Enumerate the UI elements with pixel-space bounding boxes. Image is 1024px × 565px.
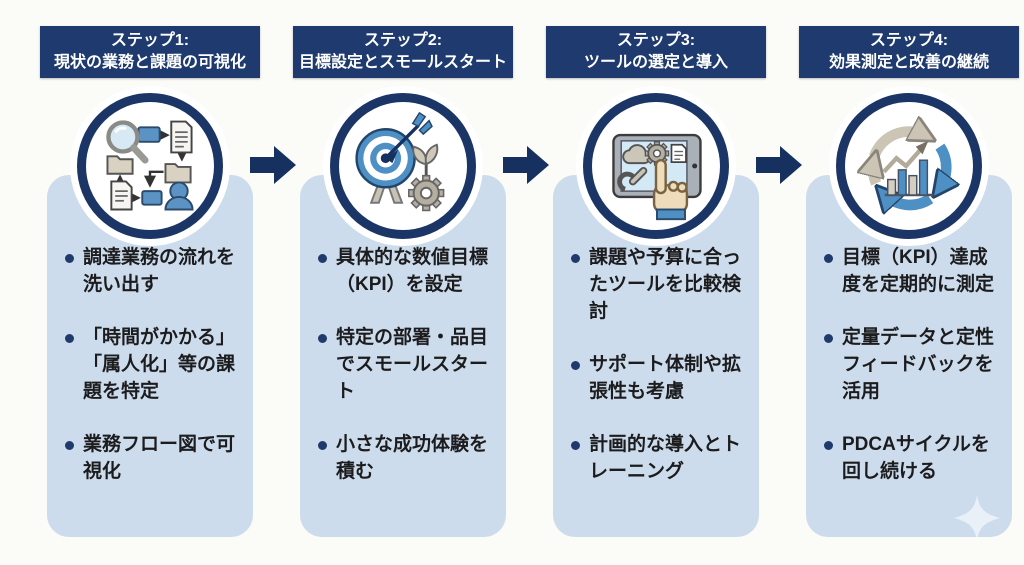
list-item: 定量データと定性フィードバックを活用: [824, 325, 1004, 406]
step-column-2: 具体的な数値目標（KPI）を設定 特定の部署・品目でスモールスタート 小さな成功…: [285, 0, 521, 565]
step1-header: ステップ1: 現状の業務と課題の可視化: [40, 26, 260, 78]
flow-arrow-icon: [250, 146, 296, 184]
step-number: ステップ3:: [616, 31, 696, 49]
bullet-dot-icon: [824, 440, 833, 450]
sparkle-icon: [954, 495, 1000, 537]
list-item: 小さな成功体験を積む: [318, 432, 498, 486]
bullet-text: 調達業務の流れを洗い出す: [83, 247, 236, 295]
list-item: 特定の部署・品目でスモールスタート: [318, 325, 498, 406]
tablet-hand-select-icon: [583, 93, 729, 239]
step3-bullet-list: 課題や予算に合ったツールを比較検討 サポート体制や拡張性も考慮 計画的な導入とト…: [553, 175, 759, 486]
bullet-text: 目標（KPI）達成度を定期的に測定: [842, 247, 995, 295]
list-item: 目標（KPI）達成度を定期的に測定: [824, 245, 1004, 299]
step4-header: ステップ4: 効果測定と改善の継続: [799, 26, 1019, 78]
list-item: 具体的な数値目標（KPI）を設定: [318, 245, 498, 299]
bullet-dot-icon: [65, 333, 74, 343]
pdca-cycle-chart-icon: [836, 93, 982, 239]
bullet-dot-icon: [571, 254, 580, 263]
step2-bullet-list: 具体的な数値目標（KPI）を設定 特定の部署・品目でスモールスタート 小さな成功…: [300, 175, 506, 486]
step-column-3: 課題や予算に合ったツールを比較検討 サポート体制や拡張性も考慮 計画的な導入とト…: [538, 0, 774, 565]
list-item: 業務フロー図で可視化: [65, 432, 245, 486]
bullet-text: 業務フロー図で可視化: [83, 433, 236, 482]
bullet-dot-icon: [65, 440, 74, 450]
list-item: サポート体制や拡張性も考慮: [571, 352, 751, 406]
bullet-dot-icon: [824, 333, 833, 343]
list-item: 調達業務の流れを洗い出す: [65, 245, 245, 299]
target-growth-gear-icon: [330, 93, 476, 239]
bullet-text: 計画的な導入とトレーニング: [589, 433, 742, 482]
list-item: 計画的な導入とトレーニング: [571, 432, 751, 486]
bullet-text: サポート体制や拡張性も考慮: [589, 353, 742, 402]
bullet-text: 「時間がかかる」「属人化」等の課題を特定: [83, 326, 236, 402]
step-number: ステップ1:: [110, 31, 190, 49]
bullet-dot-icon: [824, 254, 833, 263]
flow-arrow-icon: [756, 146, 802, 184]
step2-header: ステップ2: 目標設定とスモールスタート: [293, 26, 513, 78]
step-title: ツールの選定と導入: [583, 54, 728, 71]
bullet-text: 特定の部署・品目でスモールスタート: [336, 326, 489, 402]
magnifier-flowchart-icon: [77, 93, 223, 239]
bullet-dot-icon: [318, 440, 327, 450]
step-column-1: 調達業務の流れを洗い出す 「時間がかかる」「属人化」等の課題を特定 業務フロー図…: [32, 0, 268, 565]
flow-arrow-icon: [503, 146, 549, 184]
step4-bullet-list: 目標（KPI）達成度を定期的に測定 定量データと定性フィードバックを活用 PDC…: [806, 175, 1012, 486]
bullet-text: 定量データと定性フィードバックを活用: [842, 326, 995, 402]
step1-bullet-list: 調達業務の流れを洗い出す 「時間がかかる」「属人化」等の課題を特定 業務フロー図…: [47, 175, 253, 486]
bullet-dot-icon: [571, 440, 580, 450]
step-number: ステップ2:: [363, 31, 443, 49]
bullet-text: 具体的な数値目標（KPI）を設定: [336, 247, 489, 295]
step-title: 現状の業務と課題の可視化: [53, 54, 246, 71]
bullet-text: PDCAサイクルを回し続ける: [842, 433, 990, 482]
step-title: 目標設定とスモールスタート: [298, 54, 507, 71]
bullet-text: 課題や予算に合ったツールを比較検討: [589, 247, 742, 322]
bullet-dot-icon: [571, 360, 580, 370]
bullet-text: 小さな成功体験を積む: [336, 433, 489, 482]
step-column-4: 目標（KPI）達成度を定期的に測定 定量データと定性フィードバックを活用 PDC…: [791, 0, 1024, 565]
bullet-dot-icon: [318, 254, 327, 263]
bullet-dot-icon: [65, 254, 74, 263]
list-item: PDCAサイクルを回し続ける: [824, 432, 1004, 486]
bullet-dot-icon: [318, 333, 327, 343]
step-number: ステップ4:: [869, 31, 949, 49]
step-title: 効果測定と改善の継続: [828, 54, 989, 71]
list-item: 課題や予算に合ったツールを比較検討: [571, 245, 751, 326]
step3-header: ステップ3: ツールの選定と導入: [546, 26, 766, 78]
list-item: 「時間がかかる」「属人化」等の課題を特定: [65, 325, 245, 406]
